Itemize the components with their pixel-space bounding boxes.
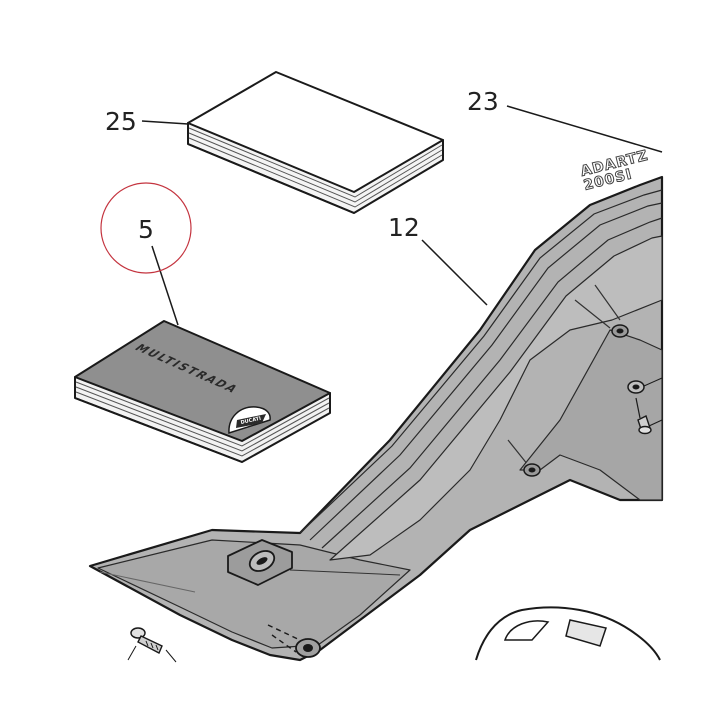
washer-icon xyxy=(627,377,663,394)
slot-bracket xyxy=(227,539,293,586)
mount-boss-lower xyxy=(267,624,321,658)
callout-12: 12 xyxy=(388,213,420,242)
leader-5 xyxy=(151,245,179,326)
screw-icon-left xyxy=(127,627,177,663)
booklet-25 xyxy=(187,71,444,214)
callout-5: 5 xyxy=(138,215,154,244)
mount-boss-upper xyxy=(611,324,629,338)
callout-23: 23 xyxy=(467,87,499,116)
booklet-5-multistrada: MULTISTRADA DUCATI xyxy=(74,320,331,463)
mount-boss-middle xyxy=(523,463,541,477)
fuel-tank-partial xyxy=(475,606,661,661)
badge-text: DUCATI xyxy=(240,416,262,426)
leader-23 xyxy=(506,105,663,153)
red-circle-highlight-icon xyxy=(100,182,192,274)
ducati-badge-icon: DUCATI xyxy=(228,406,271,435)
leader-25 xyxy=(141,120,189,125)
screw-icon-right xyxy=(635,397,663,435)
fairing-panel-12 xyxy=(88,175,664,662)
leader-12 xyxy=(421,239,488,306)
callout-25: 25 xyxy=(105,107,137,136)
